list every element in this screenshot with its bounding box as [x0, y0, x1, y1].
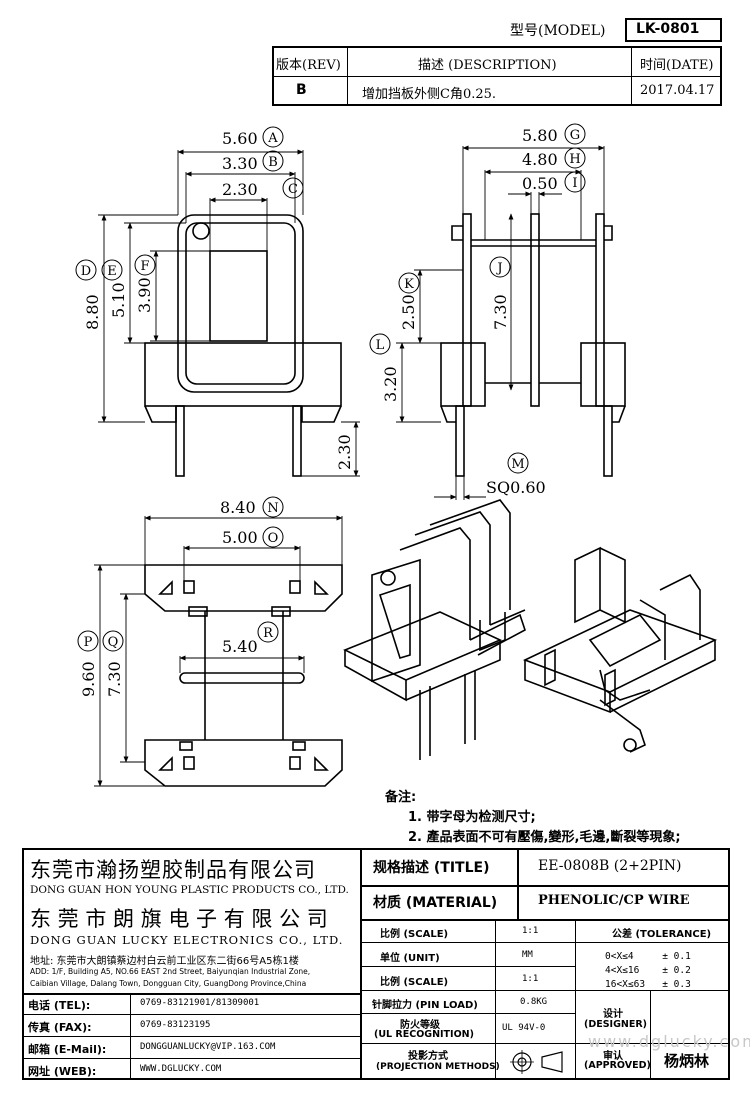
company-name-1: 东莞市瀚扬塑胶制品有限公司 — [30, 858, 316, 882]
dim-q-letter: Q — [108, 635, 119, 650]
dim-l-letter: L — [376, 338, 385, 353]
dim-b-letter: B — [268, 155, 278, 170]
tolerance-row-3: 16<X≤63 ± 0.3 — [605, 979, 691, 990]
title-block — [22, 848, 730, 1080]
pin-load-label: 针脚拉力 (PIN LOAD) — [372, 1000, 478, 1011]
desc-value: 增加挡板外侧C角0.25. — [362, 87, 497, 102]
approver-name: 杨炳林 — [664, 1052, 710, 1070]
contact-email-value: DONGGUANLUCKY@VIP.163.COM — [140, 1042, 276, 1052]
company-address-cn: 地址: 东莞市大朗镇蔡边村白云前工业区东二街66号A5栋1楼 — [30, 956, 299, 967]
dim-j-value: 7.30 — [491, 294, 510, 330]
dim-o-value: 5.00 — [222, 528, 258, 547]
company-name-1-en: DONG GUAN HON YOUNG PLASTIC PRODUCTS CO.… — [30, 884, 349, 896]
contact-fax-label: 传真 (FAX): — [28, 1021, 92, 1034]
notes-title: 备注: — [385, 790, 417, 805]
approved-label-cn: 审认 — [603, 1051, 623, 1062]
scale-label: 比例 (SCALE) — [380, 929, 449, 940]
date-label: 时间(DATE) — [640, 58, 714, 73]
ul-value: UL 94V-0 — [502, 1023, 546, 1033]
company-name-2: 东 莞 市 朗 旗 电 子 有 限 公 司 — [30, 907, 328, 931]
dim-c-letter: C — [288, 182, 298, 197]
tolerance-row-2: 4<X≤16 ± 0.2 — [605, 965, 691, 976]
dim-pin-length-value: 2.30 — [335, 434, 354, 470]
company-address-en-1: ADD: 1/F, Building A5, NO.66 EAST 2nd St… — [30, 967, 311, 976]
company-address-en-2: Caibian Village, Dalang Town, Dongguan C… — [30, 979, 307, 988]
dim-d-letter: D — [81, 264, 91, 279]
note-item-2: 2. 產品表面不可有壓傷,變形,毛邊,斷裂等現象; — [408, 830, 681, 845]
dim-d-value: 8.80 — [83, 294, 102, 330]
scale2-label: 比例 (SCALE) — [380, 977, 449, 988]
dim-m-letter: M — [511, 457, 524, 472]
title-label: 规格描述 (TITLE) — [373, 860, 490, 876]
model-value: LK-0801 — [636, 21, 700, 37]
designer-label-cn: 设计 — [603, 1009, 623, 1020]
rev-label: 版本(REV) — [276, 58, 341, 73]
dim-a-value: 5.60 — [222, 129, 258, 148]
dim-p-value: 9.60 — [79, 661, 98, 697]
tolerance-label: 公差 (TOLERANCE) — [612, 929, 712, 940]
title-value: EE-0808B (2+2PIN) — [538, 858, 682, 874]
approved-label-en: (APPROVED) — [584, 1060, 651, 1071]
dim-r-letter: R — [263, 626, 274, 641]
iso-view-right — [522, 546, 718, 753]
unit-label: 单位 (UNIT) — [380, 953, 440, 964]
dim-i-value: 0.50 — [522, 174, 558, 193]
dim-g-value: 5.80 — [522, 126, 558, 145]
front-view — [144, 214, 342, 477]
technical-drawing: 5.60 A 3.30 B 2.30 C 8.80 D 5.10 E 3.90 … — [75, 123, 718, 787]
dim-c-value: 2.30 — [222, 180, 258, 199]
dim-n-value: 8.40 — [220, 498, 256, 517]
projection-label-en: (PROJECTION METHODS) — [376, 1062, 500, 1072]
designer-label-en: (DESIGNER) — [584, 1019, 647, 1030]
dim-j-letter: J — [495, 261, 502, 276]
tolerance-row-1: 0<X≤4 ± 0.1 — [605, 951, 691, 962]
contact-tel-label: 电话 (TEL): — [28, 999, 91, 1012]
pin-load-value: 0.8KG — [520, 997, 548, 1007]
dim-g-letter: G — [570, 128, 580, 143]
rev-value: B — [296, 82, 307, 98]
dim-b-value: 3.30 — [222, 154, 258, 173]
desc-label: 描述 (DESCRIPTION) — [418, 58, 557, 73]
ul-label-cn: 防火等级 — [400, 1020, 440, 1031]
material-value: PHENOLIC/CP WIRE — [538, 893, 690, 908]
dim-i-letter: I — [572, 176, 577, 191]
dim-f-letter: F — [140, 259, 149, 274]
material-label: 材质 (MATERIAL) — [373, 895, 498, 911]
iso-view-left — [343, 499, 526, 760]
contact-web-label: 网址 (WEB): — [28, 1065, 97, 1078]
side-view — [440, 213, 626, 477]
dim-o-letter: O — [268, 531, 279, 546]
dim-q-value: 7.30 — [105, 661, 124, 697]
contact-fax-value: 0769-83123195 — [140, 1020, 211, 1030]
company-name-2-en: DONG GUAN LUCKY ELECTRONICS CO., LTD. — [30, 933, 344, 947]
unit-value: MM — [522, 950, 533, 960]
dim-m-value: SQ0.60 — [486, 478, 546, 497]
dim-e-letter: E — [107, 264, 117, 279]
model-value-box — [625, 18, 722, 42]
dim-h-value: 4.80 — [522, 150, 558, 169]
date-value: 2017.04.17 — [640, 83, 715, 98]
contact-tel-value: 0769-83121901/81309001 — [140, 998, 260, 1008]
scale-value: 1:1 — [522, 926, 539, 936]
model-label: 型号(MODEL) — [510, 23, 606, 39]
projection-label-cn: 投影方式 — [408, 1051, 448, 1062]
dim-p-letter: P — [84, 635, 93, 650]
dim-h-letter: H — [569, 152, 580, 167]
contact-email-label: 邮箱 (E-Mail): — [28, 1043, 107, 1056]
note-item-1: 1. 带字母为检测尺寸; — [408, 810, 536, 825]
dim-k-letter: K — [404, 277, 414, 292]
bottom-view — [144, 564, 343, 787]
dim-f-value: 3.90 — [135, 277, 154, 313]
ul-label-en: (UL RECOGNITION) — [374, 1029, 474, 1040]
watermark: www.dglucky.com — [588, 1032, 750, 1051]
dim-n-letter: N — [267, 501, 278, 516]
projection-symbol-icon — [510, 1050, 563, 1074]
dim-r-value: 5.40 — [222, 637, 258, 656]
scale2-value: 1:1 — [522, 974, 539, 984]
dim-e-value: 5.10 — [109, 282, 128, 318]
dim-k-value: 2.50 — [399, 294, 418, 330]
contact-web-value: WWW.DGLUCKY.COM — [140, 1064, 222, 1074]
dim-a-letter: A — [267, 131, 278, 146]
dim-l-value: 3.20 — [381, 366, 400, 402]
